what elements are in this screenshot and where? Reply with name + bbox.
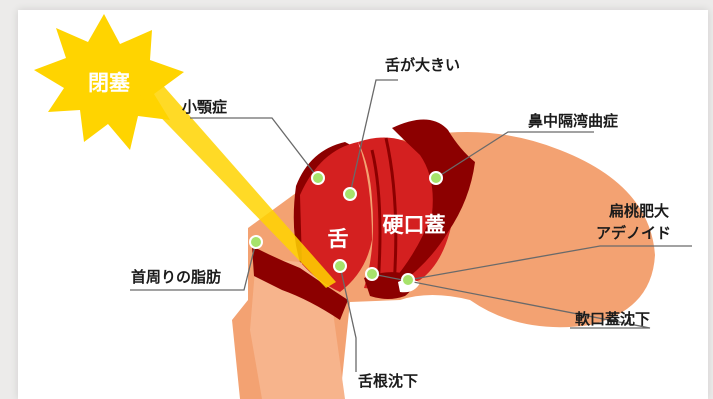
leader-large-tongue <box>349 79 398 195</box>
light-beam <box>140 82 336 288</box>
label-tonsils-line2: アデノイド <box>596 224 671 242</box>
marker-tonsils <box>401 273 415 287</box>
obstruction-burst <box>34 14 184 150</box>
marker-tongue-root <box>333 259 347 273</box>
label-tonsils-line1: 扁桃肥大 <box>609 202 669 220</box>
marker-neck-fat <box>249 235 263 249</box>
label-large-tongue: 舌が大きい <box>385 56 460 74</box>
leader-neck-fat <box>130 241 257 291</box>
label-small-jaw: 小顎症 <box>182 98 227 116</box>
label-septum: 鼻中隔湾曲症 <box>528 112 618 130</box>
leader-tongue-root <box>339 265 357 372</box>
leader-septum <box>435 131 594 179</box>
label-neck-fat: 首周りの脂肪 <box>131 268 221 286</box>
marker-large-tongue <box>343 187 357 201</box>
marker-small-jaw <box>311 171 325 185</box>
nasal-septum <box>392 119 475 284</box>
label-tongue-root: 舌根沈下 <box>358 372 418 390</box>
leader-small-jaw <box>190 117 319 179</box>
marker-septum <box>429 171 443 185</box>
hard-palate-label: 硬口蓋 <box>383 213 446 237</box>
marker-soft-palate <box>365 267 379 281</box>
leader-soft-palate <box>371 273 651 329</box>
leader-tonsils <box>407 245 692 281</box>
burst-label: 閉塞 <box>88 71 131 95</box>
tongue-label: 舌 <box>328 227 349 251</box>
septum-stripes <box>370 137 398 287</box>
label-soft-palate: 軟口蓋沈下 <box>575 310 650 328</box>
airway-passage <box>252 246 348 320</box>
